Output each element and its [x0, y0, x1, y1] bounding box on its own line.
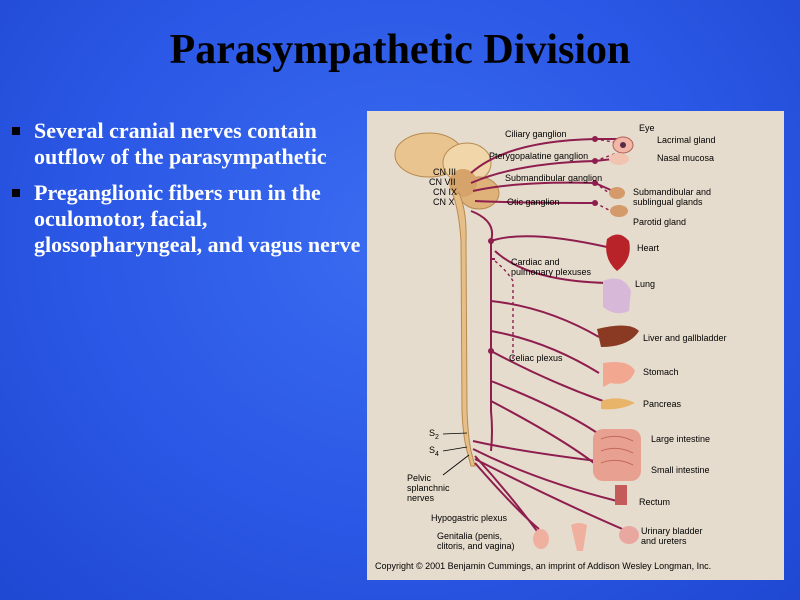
- ganglion-dots: [488, 136, 598, 354]
- organ-label: Lung: [635, 279, 655, 289]
- eye-icon: [612, 136, 634, 154]
- bullet-text: Several cranial nerves contain outflow o…: [34, 118, 327, 169]
- organ-label: Large intestine: [651, 434, 710, 444]
- genitalia-icon: [533, 523, 587, 551]
- ganglion-label: Cardiac and: [511, 257, 560, 267]
- organ-label: Small intestine: [651, 465, 710, 475]
- bullet-list: Several cranial nerves contain outflow o…: [10, 118, 370, 268]
- organ-label: Urinary bladder: [641, 526, 703, 536]
- ganglion-label: Ciliary ganglion: [505, 129, 567, 139]
- pelvic-label: nerves: [407, 493, 435, 503]
- spinal-cord: [452, 192, 476, 467]
- heart-icon: [606, 234, 630, 271]
- ganglion-label: Pterygopalatine ganglion: [489, 151, 588, 161]
- organ-label: Pancreas: [643, 399, 682, 409]
- ganglion-label: Submandibular ganglion: [505, 173, 602, 183]
- organ-label: Liver and gallbladder: [643, 333, 727, 343]
- bullet-item: Several cranial nerves contain outflow o…: [10, 118, 370, 170]
- stomach-icon: [603, 362, 635, 387]
- pelvic-label: Pelvic: [407, 473, 432, 483]
- parotid-gland-icon: [610, 205, 628, 217]
- organ-label: Nasal mucosa: [657, 153, 714, 163]
- cn-label: CN VII: [429, 177, 456, 187]
- rectum-icon: [615, 485, 627, 505]
- organ-label: sublingual glands: [633, 197, 703, 207]
- cn-label: CN III: [433, 167, 456, 177]
- organ-label: Eye: [639, 123, 655, 133]
- vagus-post: [494, 260, 514, 361]
- organ-label: clitoris, and vagina): [437, 541, 515, 551]
- organ-label: Heart: [637, 243, 660, 253]
- bullet-square-icon: [12, 189, 20, 197]
- ganglion-label: Otic ganglion: [507, 197, 560, 207]
- submandibular-gland-icon: [609, 187, 625, 199]
- bladder-icon: [619, 526, 639, 544]
- liver-icon: [597, 325, 639, 347]
- ganglion-label: Hypogastric plexus: [431, 513, 508, 523]
- bullet-text: Preganglionic fibers run in the oculomot…: [34, 180, 361, 257]
- organ-label: Genitalia (penis,: [437, 531, 502, 541]
- pelvic-label: splanchnic: [407, 483, 450, 493]
- bullet-square-icon: [12, 127, 20, 135]
- pancreas-icon: [601, 398, 635, 410]
- organ-label: Lacrimal gland: [657, 135, 716, 145]
- nasal-icon: [609, 153, 629, 165]
- slide-title: Parasympathetic Division: [169, 27, 631, 73]
- diagram-svg: CN III CN VII CN IX CN X: [375, 123, 727, 571]
- sacral-label: S4: [429, 445, 439, 458]
- organ-label: Stomach: [643, 367, 679, 377]
- ganglion-label: pulmonary plexuses: [511, 267, 592, 277]
- organ-label: Parotid gland: [633, 217, 686, 227]
- cn-label: CN IX: [433, 187, 457, 197]
- bullet-item: Preganglionic fibers run in the oculomot…: [10, 180, 370, 258]
- organ-label: and ureters: [641, 536, 687, 546]
- sacral-pathways: [472, 440, 628, 532]
- parasympathetic-diagram: CN III CN VII CN IX CN X: [367, 111, 784, 580]
- brain-icon: [394, 132, 500, 210]
- sacral-label: S2: [429, 428, 439, 441]
- intestine-icon: [593, 429, 641, 481]
- cranial-pathways: [470, 138, 619, 452]
- ganglion-label: Celiac plexus: [509, 353, 563, 363]
- lung-icon: [603, 278, 631, 314]
- copyright-text: Copyright © 2001 Benjamin Cummings, an i…: [375, 561, 711, 571]
- organ-label: Submandibular and: [633, 187, 711, 197]
- organ-label: Rectum: [639, 497, 670, 507]
- cn-label: CN X: [433, 197, 455, 207]
